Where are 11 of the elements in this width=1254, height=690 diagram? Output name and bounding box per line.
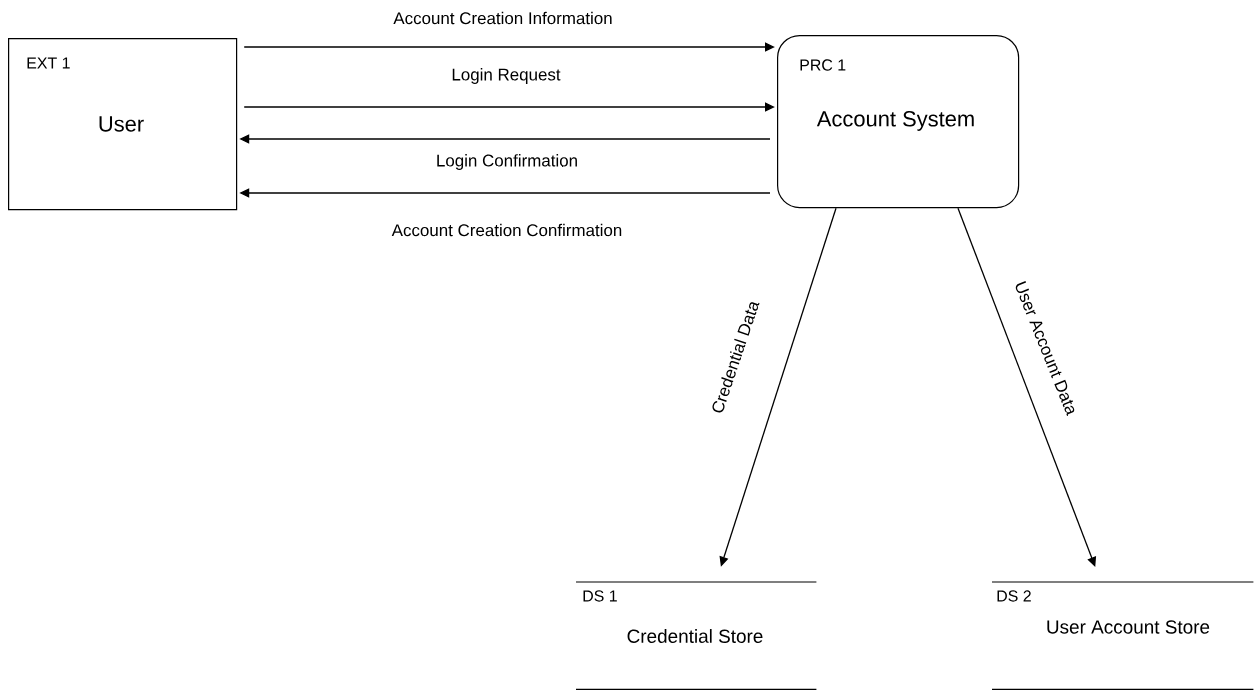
data-store: DS 1 Credential Store xyxy=(575,581,817,690)
entity-box: EXT 1 User xyxy=(8,38,238,211)
arrow xyxy=(243,102,775,112)
arrow xyxy=(957,207,1097,567)
arrow xyxy=(243,42,775,52)
edge-label: Login Confirmation xyxy=(437,154,577,170)
edge-label: Account Creation Confirmation xyxy=(391,223,622,237)
edge-label: Login Request xyxy=(452,68,561,84)
edge-label: Account Creation Information xyxy=(393,11,612,25)
process-box: PRC 1 Account System xyxy=(777,35,1020,209)
data-store: DS 2 User Account Store xyxy=(991,581,1254,690)
